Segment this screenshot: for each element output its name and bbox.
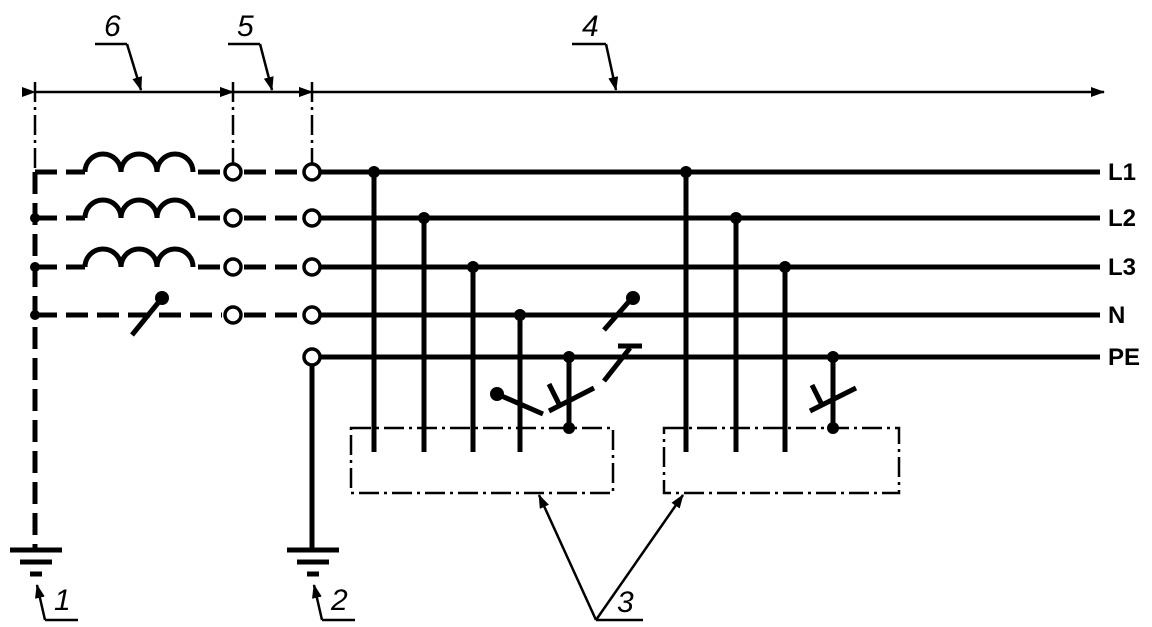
equipment-right bbox=[662, 166, 901, 495]
callout-4: 4 bbox=[572, 10, 619, 91]
earth-symbol-1 bbox=[10, 547, 62, 577]
callout-5: 5 bbox=[228, 10, 274, 91]
label-l1: L1 bbox=[1108, 159, 1136, 186]
callout-4-label: 4 bbox=[582, 10, 599, 43]
callout-3: 3 bbox=[537, 494, 685, 622]
equipment-left bbox=[349, 166, 642, 495]
callout-6: 6 bbox=[95, 10, 143, 91]
label-pe: PE bbox=[1108, 344, 1140, 371]
label-l2: L2 bbox=[1108, 205, 1136, 232]
callout-1: 1 bbox=[35, 584, 78, 622]
conductor-labels: L1 L2 L3 N PE bbox=[1108, 159, 1140, 371]
callout-2-label: 2 bbox=[330, 584, 348, 617]
label-n: N bbox=[1108, 302, 1125, 329]
callout-2: 2 bbox=[312, 584, 355, 622]
source-windings bbox=[35, 151, 300, 337]
earth-symbol-2 bbox=[287, 365, 339, 577]
callout-1-label: 1 bbox=[54, 584, 71, 617]
dimension-lines bbox=[22, 82, 1105, 164]
callout-3-label: 3 bbox=[617, 586, 634, 619]
callout-5-label: 5 bbox=[237, 10, 254, 43]
callout-6-label: 6 bbox=[104, 10, 121, 43]
terminals bbox=[223, 162, 322, 367]
label-l3: L3 bbox=[1108, 254, 1136, 281]
distribution-conductors bbox=[320, 169, 1100, 360]
